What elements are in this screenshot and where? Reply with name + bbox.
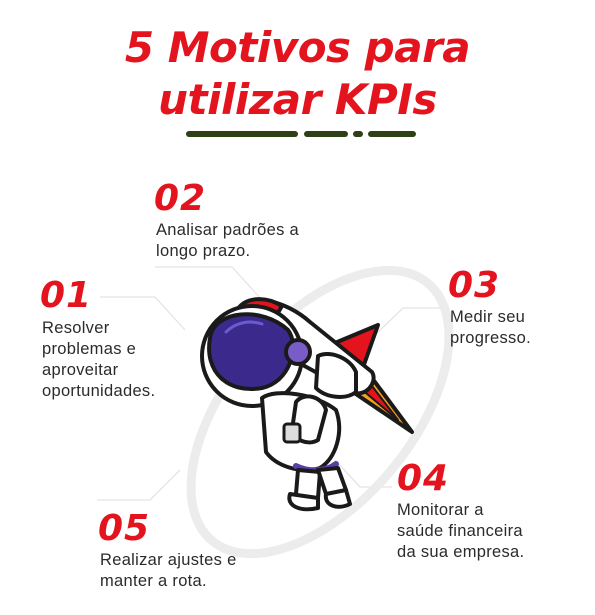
- chest-panel-icon: [282, 422, 302, 444]
- divider-segment: [304, 131, 348, 137]
- title-line-2: utilizar KPIs: [158, 75, 437, 124]
- title-divider: [186, 131, 416, 137]
- connector-line-03: [369, 307, 440, 341]
- title-line-1: 5 Motivos para: [124, 23, 471, 72]
- boot-icon: [323, 488, 352, 509]
- connector-line-02: [155, 266, 263, 301]
- visor-icon: [207, 312, 295, 391]
- astronaut-icon: [200, 297, 414, 512]
- reason-text-04: Monitorar a saúde financeira da sua empr…: [397, 501, 525, 561]
- reason-number-01: 01: [40, 275, 93, 316]
- reason-text-01: Resolver problemas e aproveitar oportuni…: [42, 319, 156, 400]
- boot-icon: [287, 492, 320, 512]
- reason-text-02: Analisar padrões a longo prazo.: [156, 221, 299, 260]
- connector-lines: [97, 266, 440, 501]
- divider-segment: [368, 131, 416, 137]
- reason-number-03: 03: [448, 265, 501, 306]
- reason-text-03: Medir seu progresso.: [450, 308, 531, 347]
- reason-text-05: Realizar ajustes e manter a rota.: [100, 551, 237, 590]
- connector-line-01: [100, 296, 186, 331]
- reason-number-02: 02: [154, 178, 207, 219]
- divider-segment: [353, 131, 363, 137]
- connector-line-05: [97, 469, 181, 501]
- page-title: 5 Motivos para utilizar KPIs: [0, 22, 595, 126]
- reason-number-05: 05: [98, 508, 151, 549]
- divider-segment: [186, 131, 298, 137]
- reason-number-04: 04: [397, 458, 450, 499]
